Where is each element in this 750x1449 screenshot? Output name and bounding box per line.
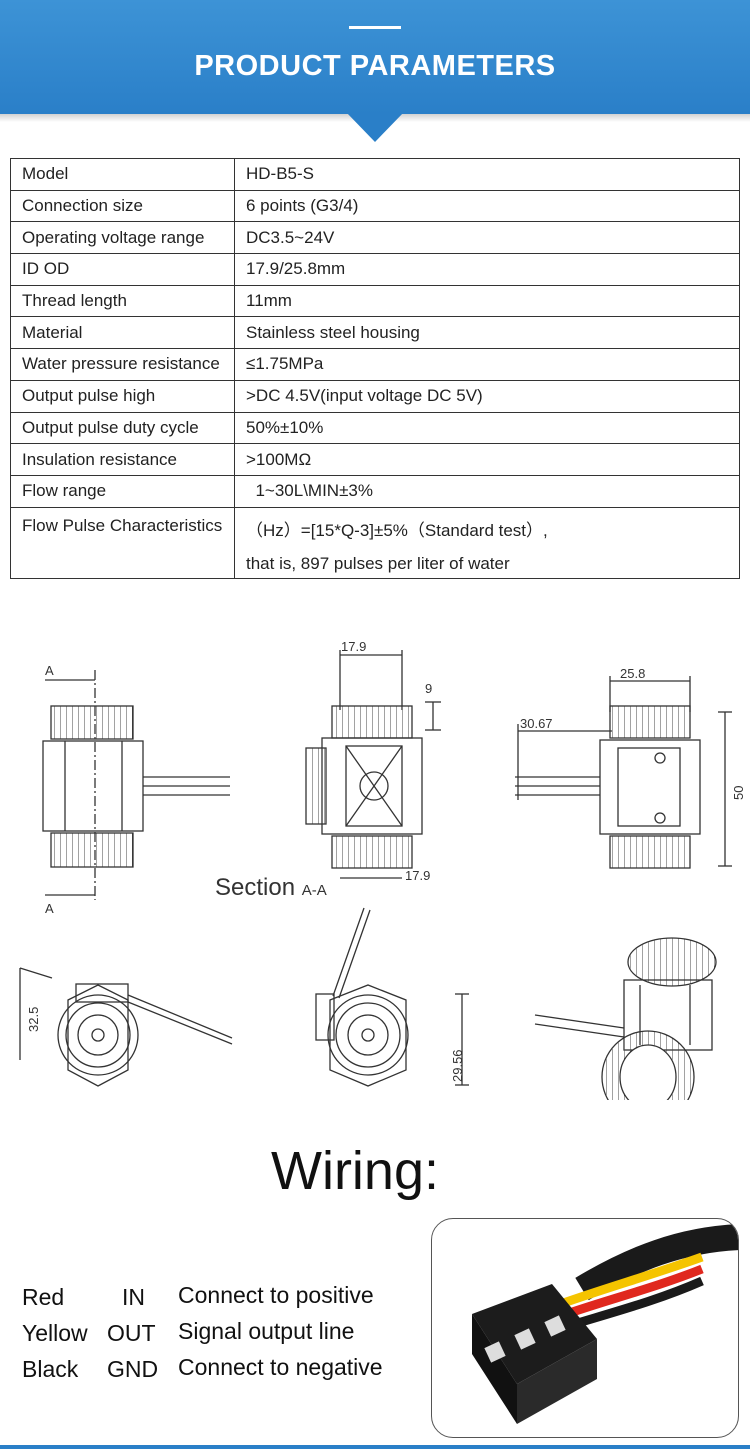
param-label: Output pulse duty cycle: [10, 411, 235, 445]
param-value: >100MΩ: [234, 443, 740, 476]
param-value: 50%±10%: [234, 411, 740, 445]
connector-housing: [472, 1284, 597, 1424]
param-value: DC3.5~24V: [234, 221, 740, 255]
param-label: Model: [10, 158, 235, 191]
header-banner: [0, 0, 750, 114]
param-value: >DC 4.5V(input voltage DC 5V): [234, 379, 740, 413]
bottom-bar: [0, 1445, 750, 1449]
flow-pulse-formula: （Hz）=[15*Q-3]±5%（Standard test）,: [246, 520, 548, 540]
dim-9: 9: [425, 681, 432, 696]
param-label: Connection size: [10, 189, 235, 223]
section-label: Section A-A: [215, 874, 327, 902]
header-accent-line: [349, 26, 401, 29]
connector-photo-frame: [431, 1218, 739, 1438]
wire-pin: OUT: [107, 1320, 156, 1346]
wiring-title: Wiring:: [270, 1141, 439, 1201]
wire-color: Yellow: [22, 1320, 88, 1346]
section-aa: A-A: [301, 882, 327, 899]
param-label: Operating voltage range: [10, 221, 235, 255]
dim-32-5: 32.5: [26, 1007, 41, 1032]
wire-color: Red: [22, 1284, 65, 1310]
param-label: Flow range: [10, 474, 235, 508]
param-value: 11mm: [234, 284, 740, 318]
param-label: Output pulse high: [10, 379, 235, 413]
end-view-drawing-1: [19, 967, 233, 1087]
param-value: 6 points (G3/4): [234, 189, 740, 223]
technical-drawings: A A 17.9 9 17.9 25.8 30.67 50 32.5 29.56: [19, 639, 746, 1100]
dim-30-67: 30.67: [520, 716, 553, 731]
dim-17-9-top: 17.9: [341, 639, 366, 654]
section-marker-bottom: A: [45, 901, 54, 916]
param-value: ≤1.75MPa: [234, 348, 740, 381]
front-view-drawing: [515, 676, 732, 869]
param-label: Water pressure resistance: [10, 348, 235, 381]
dim-17-9-bottom: 17.9: [405, 868, 430, 883]
wire-description: Signal output line: [178, 1318, 355, 1344]
header-notch: [346, 112, 404, 142]
side-view-drawing: [42, 670, 230, 900]
dim-29-56: 29.56: [450, 1049, 465, 1082]
section-view-drawing: [305, 650, 441, 879]
wire-description: Connect to positive: [178, 1282, 374, 1308]
param-value: 17.9/25.8mm: [234, 253, 740, 286]
param-value: HD-B5-S: [234, 158, 740, 191]
perspective-view-drawing: [534, 937, 717, 1100]
end-view-drawing-2: [315, 907, 469, 1087]
param-value: Stainless steel housing: [234, 316, 740, 350]
wire-color: Black: [22, 1356, 79, 1382]
param-label: Material: [10, 316, 235, 350]
dim-50: 50: [731, 786, 746, 800]
param-label: Flow Pulse Characteristics: [10, 506, 235, 579]
wire-description: Connect to negative: [178, 1354, 383, 1380]
param-label: ID OD: [10, 253, 235, 286]
page-title: PRODUCT PARAMETERS: [194, 50, 556, 82]
param-row: Output pulse high>DC 4.5V(input voltage …: [10, 379, 740, 413]
param-label: Thread length: [10, 284, 235, 318]
param-row: Insulation resistance>100MΩ: [10, 443, 740, 476]
param-row: Flow range 1~30L\MIN±3%: [10, 474, 740, 508]
section-marker-top: A: [45, 663, 54, 678]
param-row-flow-pulse: Flow Pulse Characteristics（Hz）=[15*Q-3]±…: [10, 506, 740, 579]
dim-25-8: 25.8: [620, 666, 645, 681]
param-value: （Hz）=[15*Q-3]±5%（Standard test）, that is,…: [234, 506, 740, 579]
param-label: Insulation resistance: [10, 443, 235, 476]
flow-pulse-note: that is, 897 pulses per liter of water: [246, 553, 510, 573]
wire-pin: IN: [122, 1284, 145, 1310]
connector-image: [472, 1224, 738, 1424]
param-value: 1~30L\MIN±3%: [234, 474, 740, 508]
wire-pin: GND: [107, 1356, 159, 1382]
param-row: Water pressure resistance≤1.75MPa: [10, 348, 740, 381]
section-word: Section: [215, 874, 296, 901]
